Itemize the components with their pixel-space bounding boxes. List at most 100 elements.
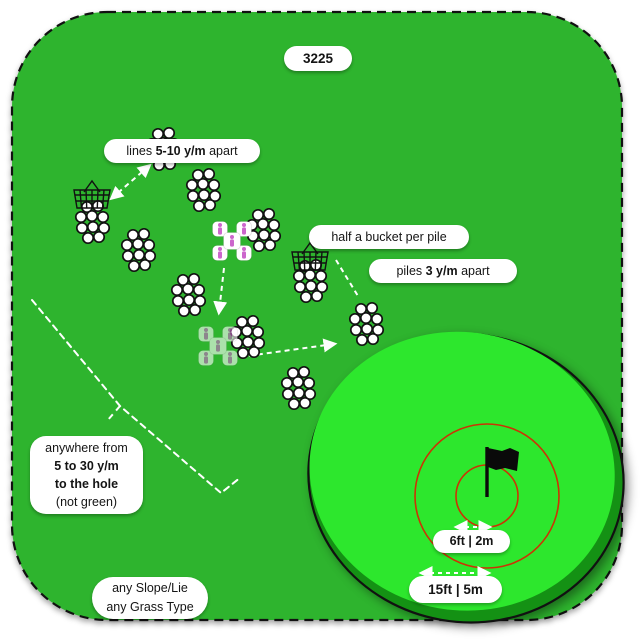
golf-ball <box>304 279 318 293</box>
golf-ball <box>182 293 196 307</box>
golf-ball <box>207 178 221 192</box>
golf-ball <box>355 333 369 347</box>
golf-ball <box>202 167 216 181</box>
golf-ball <box>315 280 329 294</box>
distance-zone-label: anywhere from 5 to 30 y/m to the hole (n… <box>30 436 143 514</box>
golf-ball <box>360 322 374 336</box>
golf-ball <box>192 283 206 297</box>
golf-ball <box>246 314 260 328</box>
drill-number-badge: 3225 <box>284 46 352 71</box>
golf-ball <box>142 238 156 252</box>
golf-ball <box>96 210 110 224</box>
golf-ball <box>292 386 306 400</box>
ball-pile <box>280 365 317 411</box>
player-icon <box>242 251 246 259</box>
golf-ball <box>256 217 270 231</box>
flag-icon <box>488 448 519 471</box>
golf-ball <box>371 323 385 337</box>
golf-ball <box>188 303 202 317</box>
ball-pile <box>348 301 385 347</box>
golf-ball <box>287 397 301 411</box>
player-icon <box>216 344 220 352</box>
player-icon <box>228 352 232 356</box>
bucket-wire <box>96 189 99 209</box>
golf-ball <box>208 189 222 203</box>
golf-ball <box>120 238 134 252</box>
piles-apart-post: apart <box>457 263 490 278</box>
golf-ball <box>299 290 313 304</box>
golf-ball <box>170 283 184 297</box>
lines-apart-bold: 5-10 y/m <box>155 143 206 158</box>
anywhere-line4: (not green) <box>55 495 118 509</box>
player-icon <box>228 328 232 332</box>
golf-ball <box>121 249 135 263</box>
golf-ball <box>267 218 281 232</box>
dashed-arrow <box>335 259 359 297</box>
player-icon <box>204 328 208 332</box>
golf-ball <box>187 272 201 286</box>
players-cluster <box>198 326 238 366</box>
player-icon <box>242 247 246 251</box>
flagstick <box>485 447 489 497</box>
bucket-wire <box>101 189 105 209</box>
dashed-arrow <box>239 338 338 358</box>
player-icon <box>242 227 246 235</box>
lines-apart-pre: lines <box>126 143 156 158</box>
golf-ball <box>252 239 266 253</box>
anywhere-line3: to the hole <box>54 477 119 491</box>
bucket-handle <box>83 179 101 193</box>
golf-ball <box>162 126 176 140</box>
golf-ball <box>359 311 373 325</box>
piles-apart-label: piles 3 y/m apart <box>369 259 517 283</box>
golf-ball <box>263 238 277 252</box>
golf-ball <box>137 227 151 241</box>
golf-ball <box>252 336 266 350</box>
golf-ball <box>297 365 311 379</box>
outer-radius-label: 15ft | 5m <box>409 576 502 603</box>
piles-apart-pre: piles <box>396 263 426 278</box>
golf-ball <box>365 301 379 315</box>
bucket-wire <box>79 189 83 209</box>
anywhere-line2: 5 to 30 y/m <box>54 459 119 473</box>
half-bucket-label: half a bucket per pile <box>309 225 469 249</box>
bucket-wire <box>297 251 301 271</box>
bucket-wire <box>319 251 323 271</box>
player-icon <box>230 239 234 247</box>
golf-ball <box>192 199 206 213</box>
golf-ball <box>81 231 95 245</box>
golf-ball <box>197 188 211 202</box>
drop-zone-boundary-barb <box>106 405 121 422</box>
golf-ball <box>138 258 152 272</box>
player-icon <box>204 356 208 364</box>
player-icon <box>218 247 222 251</box>
conditions-line1: any Slope/Lie <box>112 581 188 595</box>
golf-ball <box>292 269 306 283</box>
ball-pile <box>120 227 157 273</box>
golf-ball <box>75 221 89 235</box>
players-cluster <box>212 221 252 261</box>
putting-green-layer <box>307 331 625 624</box>
golf-ball <box>181 282 195 296</box>
golf-ball <box>310 289 324 303</box>
golf-ball <box>97 221 111 235</box>
golf-ball <box>196 177 210 191</box>
ball-bucket-icon <box>73 179 111 209</box>
golf-ball <box>171 294 185 308</box>
golf-ball <box>92 230 106 244</box>
bucket-wire <box>85 189 88 209</box>
lines-apart-label: lines 5-10 y/m apart <box>104 139 260 163</box>
golf-ball <box>186 189 200 203</box>
golf-ball <box>291 375 305 389</box>
lines-apart-post: apart <box>205 143 238 158</box>
player-icon <box>228 332 232 340</box>
golf-ball <box>366 332 380 346</box>
golf-ball <box>143 249 157 263</box>
golf-ball <box>314 269 328 283</box>
golf-ball <box>262 207 276 221</box>
golf-ball <box>302 376 316 390</box>
golf-ball <box>303 268 317 282</box>
golf-ball <box>86 220 100 234</box>
conditions-label: any Slope/Lie any Grass Type <box>92 577 208 619</box>
golf-ball <box>251 325 265 339</box>
golf-ball <box>349 323 363 337</box>
